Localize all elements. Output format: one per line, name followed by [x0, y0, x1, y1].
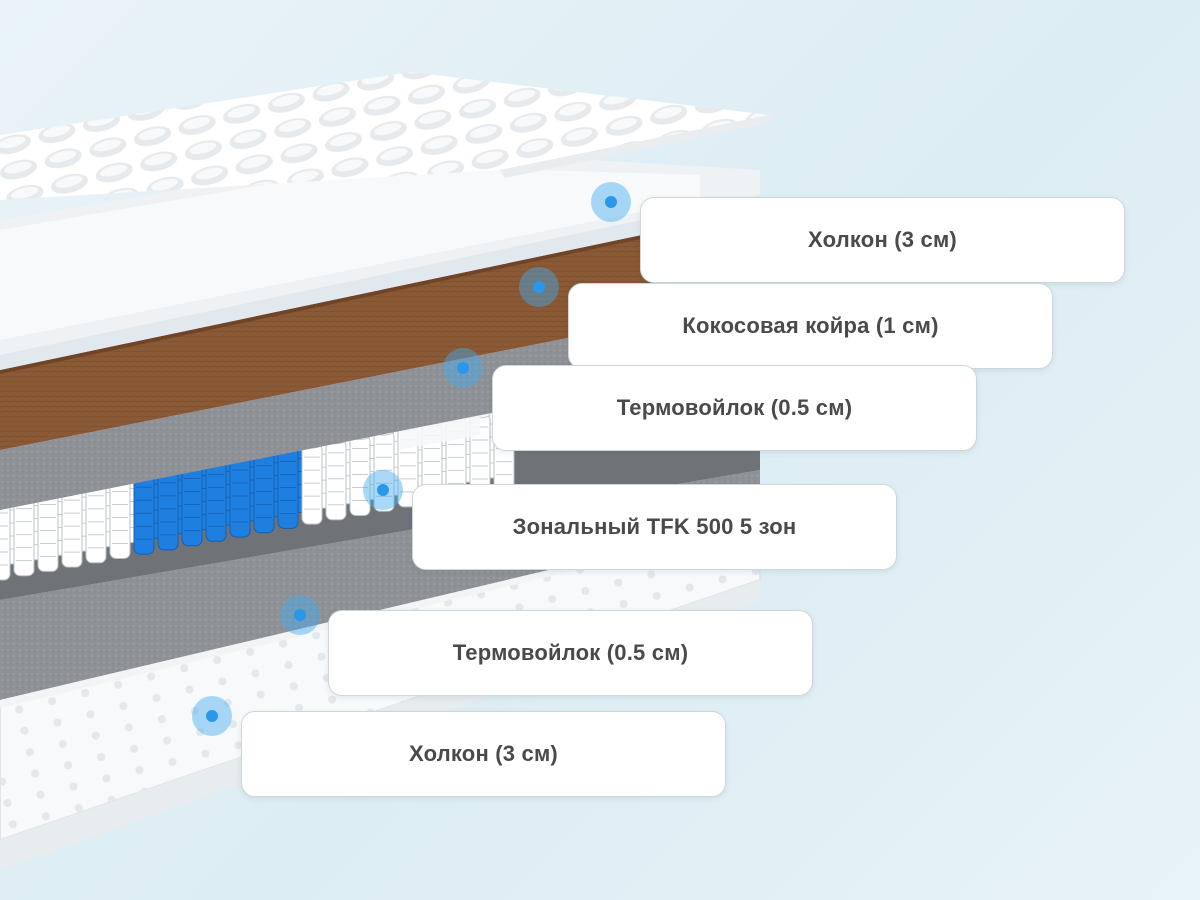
layer-label-holkon-top: Холкон (3 см) — [640, 197, 1125, 283]
marker-dot-icon[interactable] — [363, 470, 403, 510]
pocket-spring — [133, 473, 155, 555]
pocket-spring — [61, 486, 83, 568]
pocket-spring — [349, 435, 371, 516]
layer-label-text: Холкон (3 см) — [409, 741, 558, 766]
pocket-spring — [157, 469, 179, 551]
pocket-spring — [277, 447, 299, 529]
layer-label-text: Термовойлок (0.5 см) — [452, 640, 689, 665]
marker-dot-icon[interactable] — [192, 696, 232, 736]
pocket-spring — [13, 495, 35, 577]
marker-dot-icon[interactable] — [280, 595, 320, 635]
layer-label-text: Кокосовая койра (1 см) — [682, 313, 939, 338]
quilted-cover — [0, 72, 772, 200]
layer-label-text: Термовойлок (0.5 см) — [616, 395, 853, 420]
layer-label-holkon-bottom: Холкон (3 см) — [241, 711, 726, 797]
pocket-spring — [253, 452, 275, 534]
pocket-spring — [37, 490, 59, 572]
pocket-spring — [109, 478, 131, 559]
top-holkon-layer — [0, 150, 760, 370]
layer-label-text: Зональный TFK 500 5 зон — [512, 514, 797, 539]
marker-dot-icon[interactable] — [443, 348, 483, 388]
pocket-spring — [205, 460, 227, 542]
pocket-spring — [85, 482, 107, 564]
layer-label-felt-bottom: Термовойлок (0.5 см) — [328, 610, 813, 696]
layer-label-coir: Кокосовая койра (1 см) — [568, 283, 1053, 369]
layer-label-spring-block: Зональный TFK 500 5 зон — [412, 484, 897, 570]
layer-label-felt-top: Термовойлок (0.5 см) — [492, 365, 977, 451]
layer-label-text: Холкон (3 см) — [808, 227, 957, 252]
marker-dot-icon[interactable] — [591, 182, 631, 222]
pocket-spring — [181, 465, 203, 547]
pocket-spring — [325, 439, 347, 521]
pocket-spring — [0, 499, 11, 581]
marker-dot-icon[interactable] — [519, 267, 559, 307]
coir-layer — [0, 210, 760, 450]
pocket-spring — [229, 456, 251, 538]
pocket-spring — [301, 443, 323, 525]
